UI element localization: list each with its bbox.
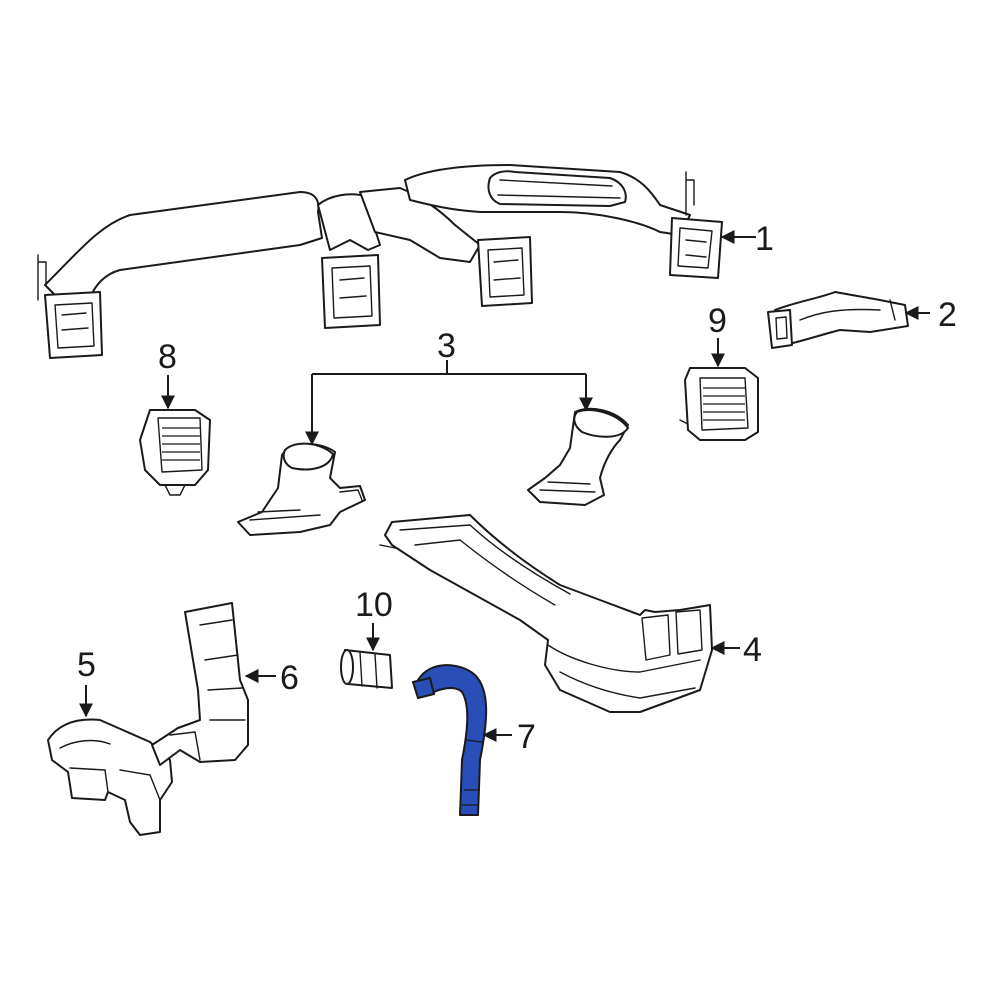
callout-8: 8 <box>158 338 177 376</box>
callout-5: 5 <box>77 646 96 684</box>
part-7-hose-highlighted <box>411 664 488 816</box>
part-3-left-outlet-duct <box>237 442 366 536</box>
callout-6: 6 <box>280 659 299 697</box>
part-2-side-duct <box>767 291 909 349</box>
callout-1: 1 <box>755 220 774 258</box>
callout-7: 7 <box>517 718 536 756</box>
part-1-main-duct <box>37 164 723 359</box>
part-4-floor-duct <box>379 514 713 713</box>
callout-2: 2 <box>938 296 957 334</box>
callout-3: 3 <box>437 327 456 365</box>
callout-4: 4 <box>743 631 762 669</box>
part-3-right-outlet-duct <box>527 407 629 506</box>
callout-10: 10 <box>355 586 393 624</box>
part-8-left-vent <box>139 409 211 496</box>
part-9-right-vent <box>679 367 759 441</box>
part-6-vertical-duct <box>151 602 249 766</box>
part-10-clip <box>340 649 393 689</box>
part-5-rear-duct <box>47 718 173 836</box>
callout-9: 9 <box>708 302 727 340</box>
leader-lines <box>79 230 930 742</box>
